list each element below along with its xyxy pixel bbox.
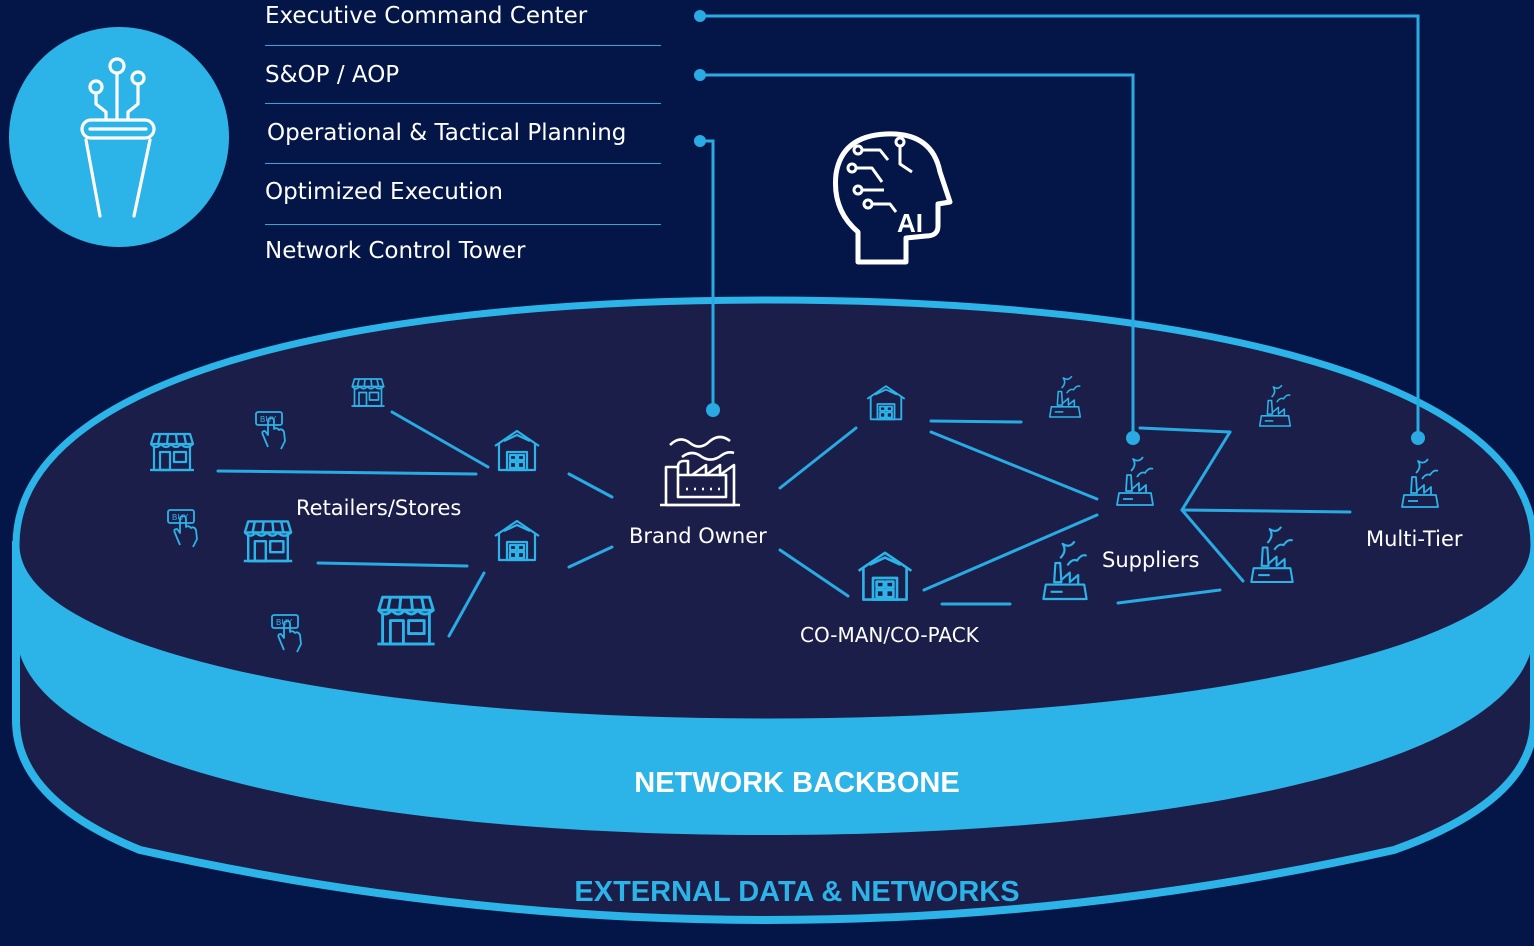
multi-tier-label: Multi-Tier	[1366, 527, 1463, 551]
connector-endpoints	[694, 10, 1425, 445]
menu-item-sop-aop[interactable]: S&OP / AOP	[265, 62, 400, 88]
menu-divider	[265, 45, 661, 46]
menu-divider	[265, 103, 661, 104]
suppliers-label: Suppliers	[1102, 548, 1200, 572]
buy-label: BUY	[172, 513, 188, 522]
menu-item-optimized-execution[interactable]: Optimized Execution	[265, 179, 503, 205]
menu-item-operational-tactical-planning[interactable]: Operational & Tactical Planning	[267, 120, 627, 146]
control-tower-icon	[80, 57, 156, 218]
external-data-networks-label: EXTERNAL DATA & NETWORKS	[574, 876, 1020, 908]
brand-owner-label: Brand Owner	[629, 524, 767, 548]
buy-label: BUY	[260, 415, 276, 424]
menu-divider	[265, 163, 661, 164]
buy-label: BUY	[276, 618, 292, 627]
network-backbone-label: NETWORK BACKBONE	[634, 767, 960, 799]
menu-divider	[265, 224, 661, 225]
co-man-co-pack-label: CO-MAN/CO-PACK	[800, 623, 979, 647]
network-edges	[216, 410, 1352, 638]
ai-label: AI	[897, 208, 923, 238]
ai-head-icon	[832, 131, 953, 265]
menu-item-network-control-tower[interactable]: Network Control Tower	[265, 238, 526, 264]
menu-item-executive-command-center[interactable]: Executive Command Center	[265, 3, 588, 29]
retailers-stores-label: Retailers/Stores	[296, 496, 462, 520]
